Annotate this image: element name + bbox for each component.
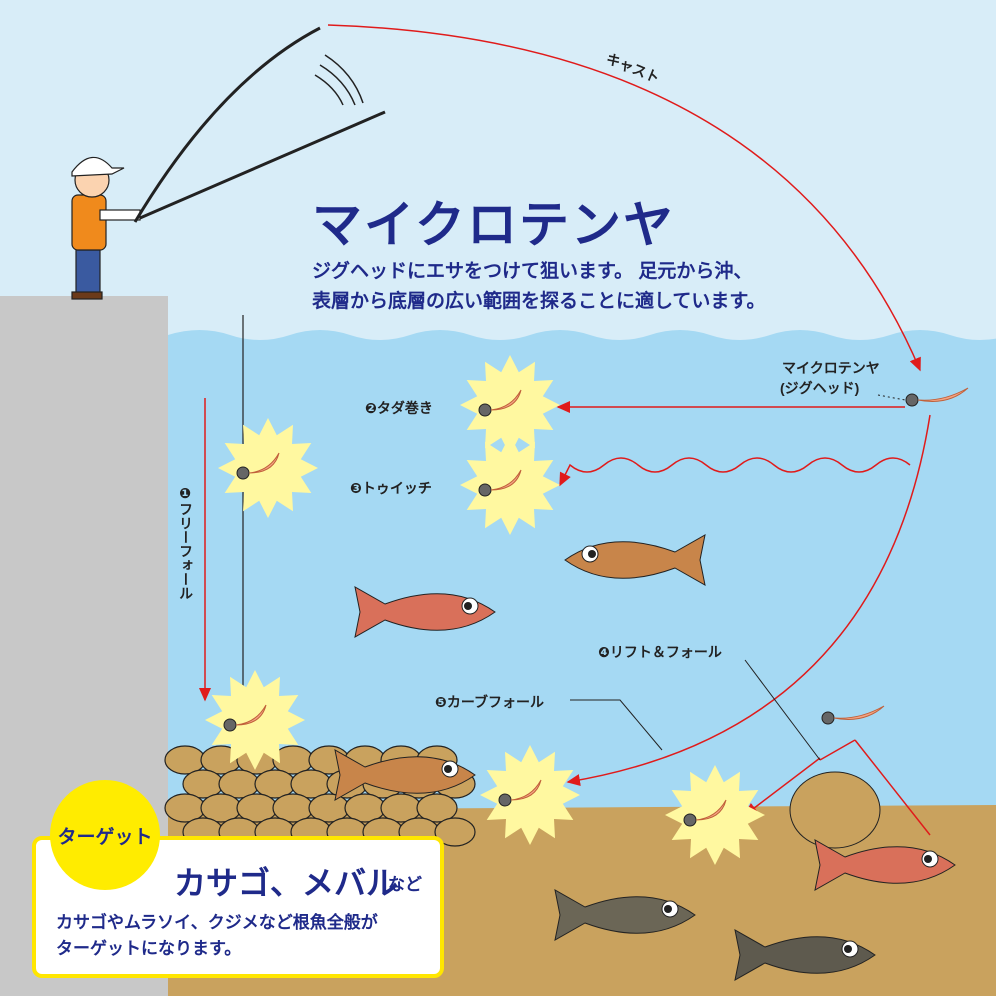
fishing-rods: [133, 26, 386, 223]
description-line-2: 表層から底層の広い範囲を探ることに適しています。: [312, 291, 766, 312]
lure-label: マイクロテンヤ: [782, 360, 880, 376]
fish: [554, 889, 696, 941]
curve-fall-arrow: [566, 414, 931, 786]
jighead-icon: [236, 466, 250, 480]
target-badge: ターゲット: [50, 780, 160, 890]
target-badge-label: ターゲット: [57, 827, 153, 848]
jighead-icon: [478, 483, 492, 497]
shrimp-bait-icon: [490, 469, 522, 491]
technique-lift-fall: ❹リフト＆フォール: [598, 644, 722, 660]
shrimp-bait-icon: [248, 452, 280, 474]
technique-twitch: ❸トゥイッチ: [350, 480, 432, 496]
page-title: マイクロテンヤ: [312, 197, 675, 253]
lure-sublabel: (ジグヘッド): [780, 380, 860, 396]
angler: [71, 156, 141, 300]
fish: [334, 749, 476, 801]
technique-curve-fall: ❺カーブフォール: [435, 694, 545, 710]
target-note-1: カサゴやムラソイ、クジメなど根魚全般が: [56, 913, 378, 932]
boulder: [789, 771, 881, 849]
shrimp-bait-icon: [833, 705, 885, 720]
shrimp-bait-icon: [917, 387, 969, 402]
target-suffix: など: [388, 875, 422, 894]
jighead-icon: [683, 813, 697, 827]
technique-free-fall: ❶フリーフォール: [178, 486, 194, 600]
shrimp-bait-icon: [235, 704, 267, 726]
technique-tada-maki: ❷タダ巻き: [365, 400, 433, 416]
shrimp-bait-icon: [510, 779, 542, 801]
cast-arrow: [327, 24, 921, 372]
rock: [416, 793, 458, 823]
description-line-1: ジグヘッドにエサをつけて狙います。 足元から沖、: [312, 261, 753, 282]
leader-lines: [570, 394, 906, 761]
jighead-icon: [223, 718, 237, 732]
jighead-icon: [905, 393, 919, 407]
fish: [564, 534, 706, 586]
jighead-icon: [821, 711, 835, 725]
jighead-icon: [498, 793, 512, 807]
jighead-icon: [478, 403, 492, 417]
fish: [354, 586, 496, 638]
fish: [814, 839, 956, 891]
shrimp-bait-icon: [695, 799, 727, 821]
lift-fall-arrow: [743, 757, 821, 816]
target-note-2: ターゲットになります。: [56, 939, 242, 958]
target-fish: カサゴ、メバル: [174, 865, 399, 901]
rock: [434, 817, 476, 847]
fish: [734, 929, 876, 981]
twitch-arrow: [559, 457, 911, 487]
shrimp-bait-icon: [490, 389, 522, 411]
